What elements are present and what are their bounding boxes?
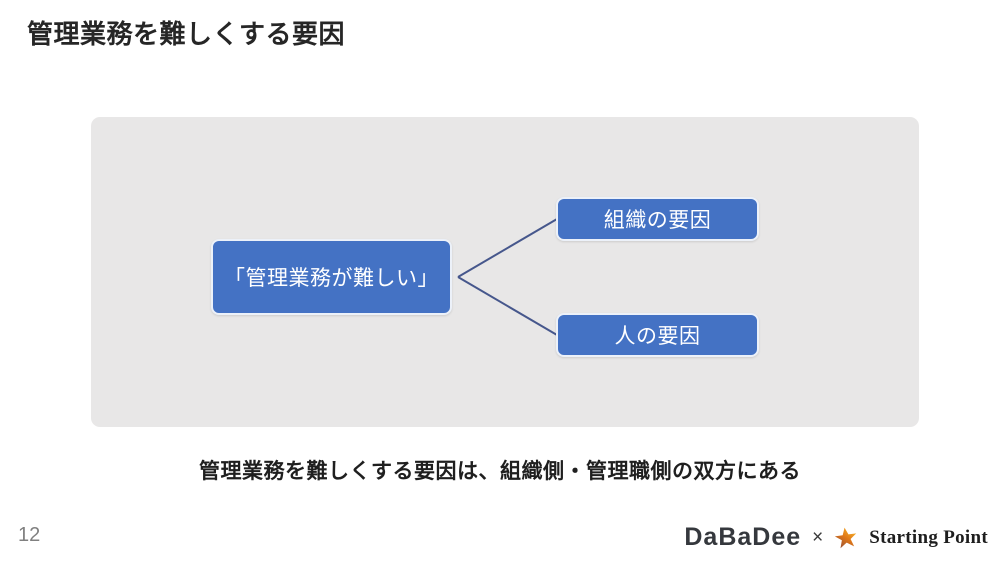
- root-node-box: 「管理業務が難しい」: [211, 239, 452, 315]
- logo-separator-x: ×: [812, 526, 824, 548]
- page-number: 12: [18, 524, 41, 546]
- dabadee-logo: DaBaDee: [684, 523, 802, 551]
- slide-title: 管理業務を難しくする要因: [27, 19, 346, 49]
- branch-node-label-people: 人の要因: [614, 325, 701, 348]
- footer-logos: DaBaDee × Starting Point: [684, 523, 988, 552]
- root-node-label: 「管理業務が難しい」: [224, 267, 439, 290]
- branch-node-box-people: 人の要因: [556, 313, 759, 357]
- branch-node-label-organization: 組織の要因: [603, 209, 712, 232]
- branch-node-box-organization: 組織の要因: [556, 197, 759, 241]
- star-icon: [834, 526, 858, 550]
- starting-point-logo: Starting Point: [869, 526, 988, 548]
- slide-caption: 管理業務を難しくする要因は、組織側・管理職側の双方にある: [199, 460, 801, 483]
